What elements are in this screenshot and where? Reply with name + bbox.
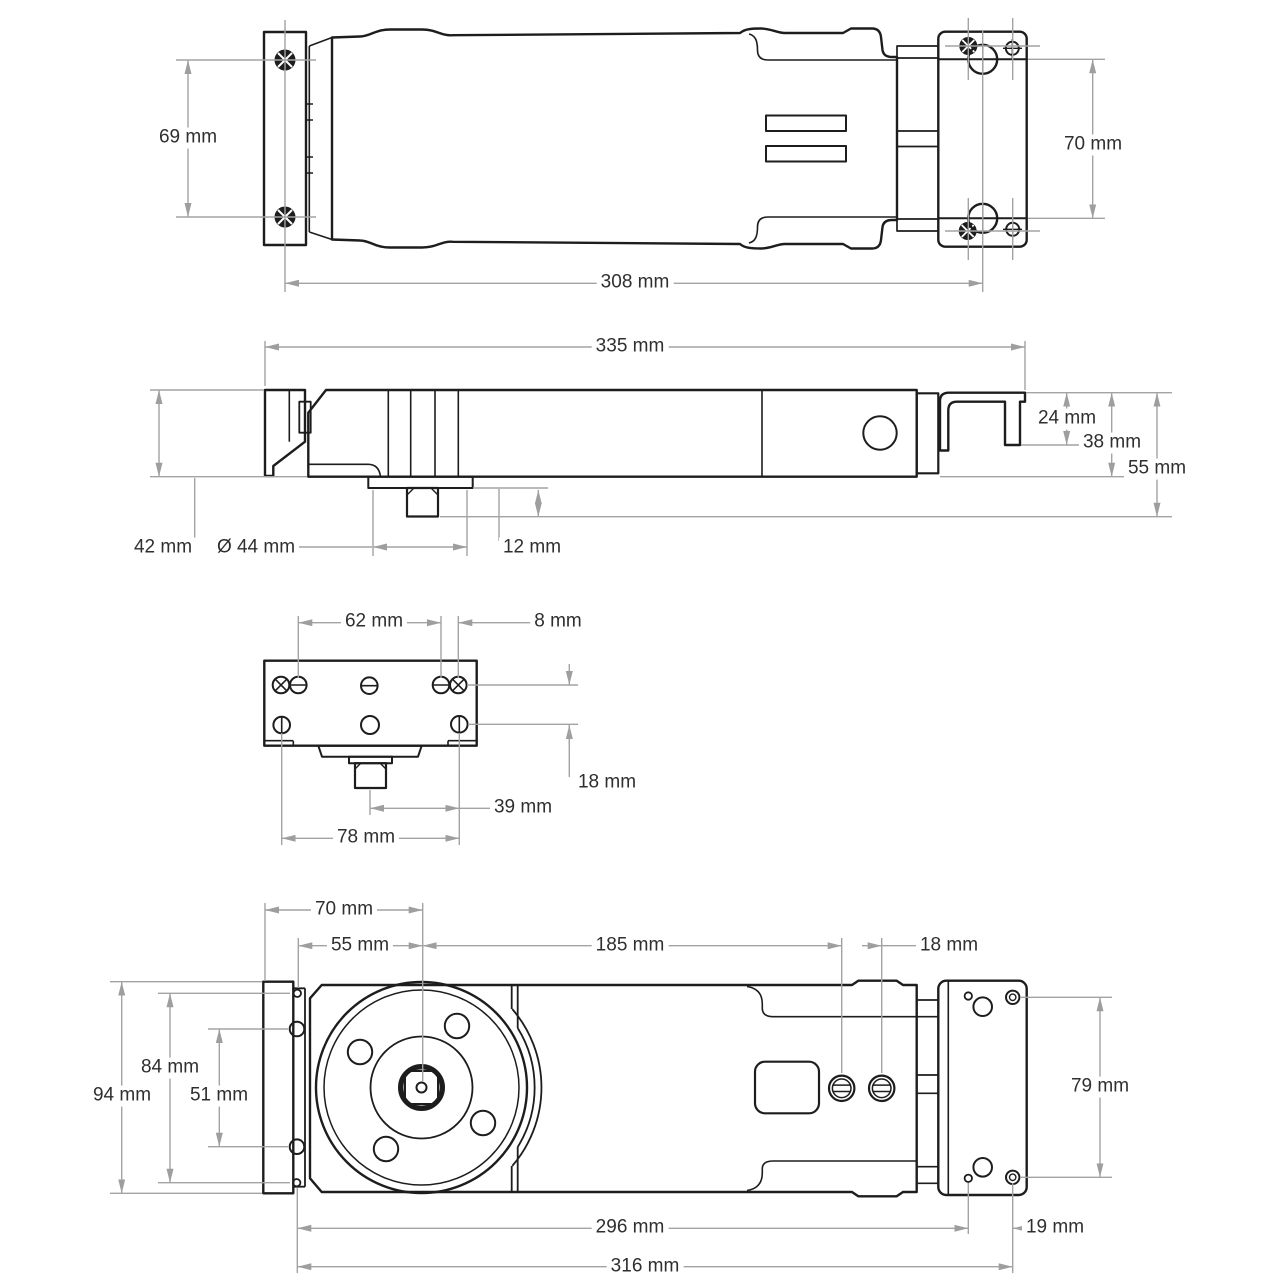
plate-hole — [1005, 989, 1021, 1005]
cam-housing — [314, 980, 529, 1195]
dim-label-185mm: 185 mm — [591, 935, 669, 957]
dim-label-12mm: 12 mm — [498, 537, 566, 559]
dim-label-70mm-bottom: 70 mm — [310, 899, 378, 921]
dim-label-19mm: 19 mm — [1021, 1217, 1089, 1239]
dim-label-69mm: 69 mm — [154, 127, 222, 149]
spindle-square — [403, 1069, 440, 1106]
pivot-pin — [288, 1138, 306, 1155]
spindle-flange — [317, 744, 423, 758]
dim-label-70mm-top: 70 mm — [1059, 134, 1127, 156]
dim-label-8mm: 8 mm — [530, 611, 586, 633]
spindle — [405, 486, 440, 518]
top-body-outline — [330, 27, 899, 250]
side-top-bracket — [938, 391, 1027, 452]
screw-hole — [360, 715, 380, 735]
side-body-outline — [307, 388, 918, 478]
end-view-part — [263, 659, 478, 790]
bolt-hole — [469, 1109, 497, 1137]
plate-hole — [972, 996, 994, 1018]
dim-label-316mm: 316 mm — [606, 1256, 684, 1278]
pivot-pin — [288, 1020, 306, 1038]
side-view-dimensions — [150, 341, 1172, 556]
bottom-view-part — [262, 979, 1028, 1198]
valve-screw — [827, 1074, 856, 1103]
plate-hole — [1005, 1169, 1021, 1186]
spindle — [353, 762, 388, 790]
dim-label-18mm-end: 18 mm — [573, 772, 641, 794]
dim-label-42mm: 42 mm — [129, 537, 197, 559]
vent-slot — [765, 114, 847, 132]
dim-label-55mm-side: 55 mm — [1123, 458, 1191, 480]
dim-label-308mm: 308 mm — [596, 272, 674, 294]
dim-label-18mm-bottom: 18 mm — [915, 935, 983, 957]
dim-label-84mm: 84 mm — [136, 1057, 204, 1079]
plate-hole — [963, 991, 973, 1001]
dim-label-38mm: 38 mm — [1078, 432, 1146, 454]
dim-label-296mm: 296 mm — [591, 1217, 669, 1239]
top-view-part — [262, 27, 1028, 250]
bolt-hole — [372, 1135, 400, 1163]
dim-label-335mm: 335 mm — [591, 336, 669, 358]
vent-slot — [765, 145, 847, 163]
dim-label-24mm: 24 mm — [1033, 408, 1101, 430]
side-hole — [862, 415, 898, 451]
bottom-view-dimensions — [110, 903, 1112, 1273]
bottom-body-outline — [308, 979, 918, 1198]
adjustment-window — [753, 1060, 821, 1115]
cover-plate — [263, 659, 478, 747]
side-view-part — [263, 388, 1027, 518]
center-hole — [415, 1081, 428, 1094]
spindle-flange — [367, 475, 474, 490]
spindle-boss — [398, 1064, 445, 1111]
bolt-hole — [346, 1038, 374, 1066]
dim-label-51mm: 51 mm — [185, 1085, 253, 1107]
dim-label-62mm: 62 mm — [340, 611, 408, 633]
valve-screw — [867, 1074, 896, 1103]
bolt-hole — [443, 1012, 471, 1040]
dim-label-39mm: 39 mm — [489, 797, 557, 819]
dim-label-94mm: 94 mm — [88, 1085, 156, 1107]
dim-label-44mm: Ø 44 mm — [212, 537, 300, 559]
plate-hole — [292, 988, 302, 998]
bottom-right-plate — [937, 979, 1028, 1197]
dim-label-79mm: 79 mm — [1066, 1076, 1134, 1098]
plate-hole — [292, 1178, 302, 1188]
bottom-left-plate — [262, 980, 295, 1195]
dim-label-78mm: 78 mm — [332, 827, 400, 849]
plate-hole — [972, 1157, 994, 1178]
dim-label-55mm-bottom: 55 mm — [326, 935, 394, 957]
plate-hole — [963, 1173, 973, 1183]
